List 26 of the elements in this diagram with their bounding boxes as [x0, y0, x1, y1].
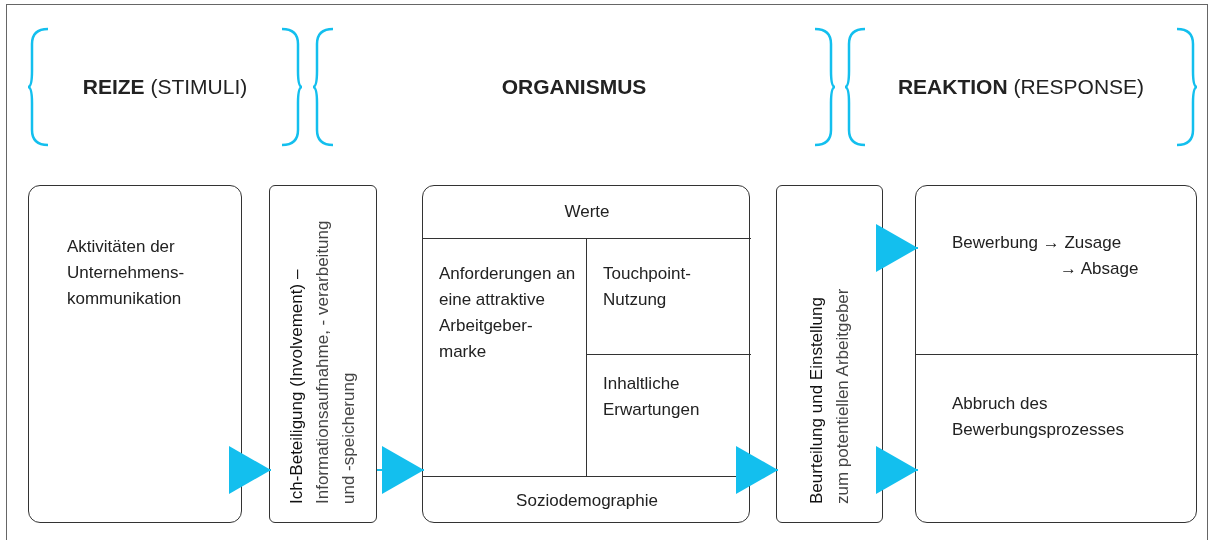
process-box [28, 185, 242, 523]
node-text: Bewerbung → Zusage [952, 232, 1122, 254]
arrow [229, 446, 272, 494]
node-text: → Absage [1060, 258, 1139, 280]
node-text: Werte [563, 201, 611, 223]
heading: ORGANISMUS [500, 75, 648, 99]
node-text: Anforderungen an eine attraktive Arbeitgeber- marke [439, 263, 577, 363]
node-text: Touchpoint- Nutzung [603, 263, 692, 311]
arrow [376, 446, 425, 494]
node-text: Soziodemographie [515, 489, 659, 512]
arrow [876, 446, 919, 494]
node-text: Inhaltliche Erwartungen [603, 373, 701, 421]
arrow [736, 446, 779, 494]
node-text: Beurteilung und Einstellung [805, 296, 827, 504]
process-box [776, 185, 883, 523]
process-box [269, 185, 377, 523]
panel [915, 185, 1197, 523]
node-text: Ich-Beteiligung (Involvement) – [286, 268, 307, 504]
heading: REAKTION (RESPONSE) [896, 75, 1146, 99]
node-text: Aktivitäten der Unternehmens- kommunikation [67, 236, 186, 310]
node-text: Abbruch des Bewerbungsprozesses [952, 393, 1125, 441]
heading: REIZE (STIMULI) [81, 75, 249, 99]
node-text: Informationsaufnahme, - verarbeitung und -speicherung [312, 219, 359, 504]
arrow [876, 224, 919, 272]
node-text: zum potentiellen Arbeitgeber [831, 287, 853, 504]
panel [422, 185, 750, 523]
